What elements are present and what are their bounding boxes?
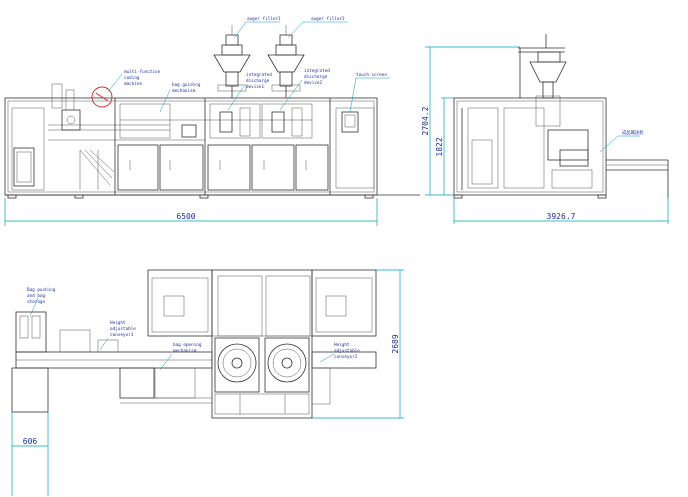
dim-front-height-body: 1822 [435, 137, 444, 156]
label-conveyor1-3: conveyor1 [110, 332, 134, 338]
label-coding-machine-1: multi-function [124, 69, 161, 75]
label-side-callout: 成品输送机 [622, 129, 644, 136]
label-conveyor1-2: adjustable [110, 326, 136, 332]
label-discharge-1-c: device1 [246, 84, 265, 90]
side-frame [453, 97, 607, 196]
coding-machine-highlight [91, 86, 113, 108]
auger-filler-1 [213, 25, 251, 98]
label-coding-machine-3: machine [124, 81, 143, 87]
label-bag-pushing-3: storage [27, 299, 46, 305]
label-discharge-1-b: discharge [246, 78, 270, 84]
label-discharge-2-b: discharge [304, 74, 328, 80]
label-bag-opening-2: mechanism [173, 348, 197, 354]
label-discharge-2-a: integrated [304, 68, 330, 74]
top-main-frame [211, 269, 313, 419]
label-bag-pushing-2: and bag [27, 293, 46, 299]
label-coding-machine-2: coding [124, 75, 140, 81]
front-frame [4, 97, 378, 196]
label-conveyor2-3: conveyor2 [334, 354, 358, 360]
dim-top-storage-width: 606 [23, 437, 38, 446]
top-view: 2689 606 [11, 269, 404, 496]
label-bag-guiding-2: mechanism [172, 88, 196, 94]
dim-side-width: 3926.7 [547, 212, 576, 221]
dim-top-depth: 2689 [391, 334, 400, 353]
front-view: 6500 [4, 25, 420, 226]
label-conveyor1-1: Height [110, 320, 126, 326]
label-bag-opening-1: bag opening [173, 342, 202, 348]
label-bag-pushing-1: Bag pushing [27, 287, 56, 293]
label-bag-guiding-1: bag guiding [172, 82, 201, 88]
side-view: 3926.7 2704.2 1822 成品输送机 [421, 34, 669, 224]
dim-front-height-total: 2704.2 [421, 106, 430, 135]
front-callouts: auger filler1 auger filler2 multi-functi… [107, 16, 390, 113]
dim-front-length: 6500 [176, 212, 195, 221]
top-callouts: Bag pushing and bag storage Height adjus… [27, 287, 360, 371]
label-conveyor2-1: Height [334, 342, 350, 348]
label-discharge-2-c: device2 [304, 80, 323, 86]
auger-filler-2 [267, 25, 305, 98]
label-conveyor2-2: adjustable [334, 348, 360, 354]
label-auger-filler-1: auger filler1 [247, 16, 281, 22]
label-discharge-1-a: integrated [246, 72, 272, 78]
label-auger-filler-2: auger filler2 [311, 16, 345, 22]
label-touch-screen: touch screen [356, 72, 387, 78]
